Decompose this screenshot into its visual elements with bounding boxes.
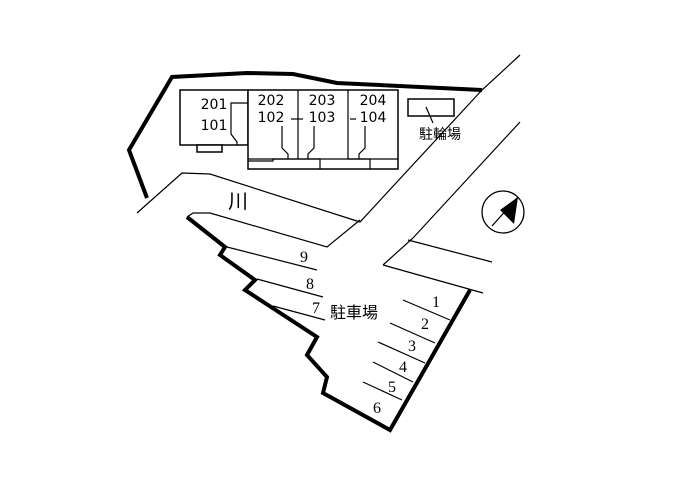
car-parking-label: 駐車場 xyxy=(330,303,378,322)
road-lines xyxy=(136,54,521,294)
space-9: 9 xyxy=(300,249,308,266)
property-boundary-north xyxy=(126,70,483,199)
unit-201: 201 xyxy=(201,97,228,113)
bicycle-parking-label: 駐輪場 xyxy=(419,126,461,143)
unit-103: 103 xyxy=(309,110,336,126)
space-7: 7 xyxy=(312,300,320,317)
space-5: 5 xyxy=(388,379,396,396)
space-8: 8 xyxy=(306,276,314,293)
building-202-204: 202 102 203 103 204 104 xyxy=(247,89,399,170)
space-4: 4 xyxy=(399,359,407,376)
car-parking: 1 2 3 4 5 6 7 8 9 駐車場 xyxy=(226,246,451,417)
unit-102: 102 xyxy=(258,110,285,126)
unit-104: 104 xyxy=(360,110,387,126)
unit-101: 101 xyxy=(201,118,228,134)
property-boundary-parking xyxy=(185,215,472,433)
unit-202: 202 xyxy=(258,93,285,109)
space-2: 2 xyxy=(421,316,429,333)
space-3: 3 xyxy=(408,338,416,355)
north-arrow-icon xyxy=(481,190,525,234)
bicycle-parking: 駐輪場 xyxy=(407,98,461,143)
building-201-101: 201 101 xyxy=(179,89,249,153)
space-6: 6 xyxy=(373,400,381,417)
space-1: 1 xyxy=(432,294,440,311)
river-label: 川 xyxy=(228,189,248,213)
unit-204: 204 xyxy=(360,93,387,109)
unit-203: 203 xyxy=(309,93,336,109)
